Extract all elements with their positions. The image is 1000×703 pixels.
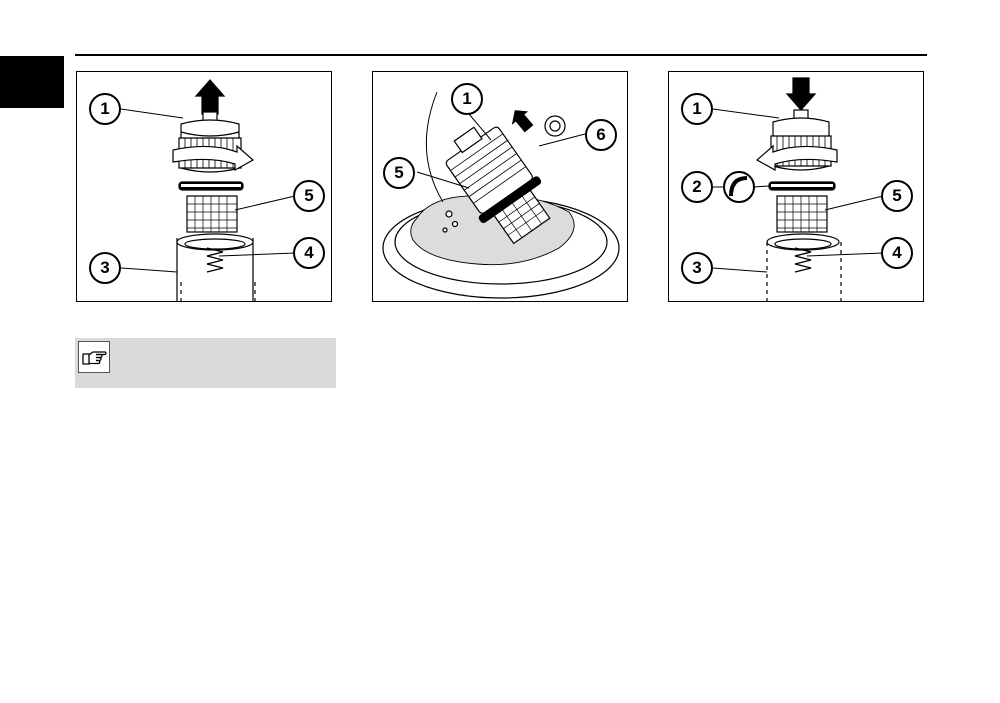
callout-3: 3 xyxy=(681,252,713,284)
figure-drain-filter: 1 6 5 xyxy=(372,71,628,302)
figure-remove-filter: 1 5 3 4 xyxy=(76,71,332,302)
callout-3: 3 xyxy=(89,252,121,284)
callout-2: 2 xyxy=(681,171,713,203)
note-box xyxy=(75,338,336,388)
filter-installation-illustration xyxy=(712,77,884,301)
figure-install-filter: 1 2 5 3 4 xyxy=(668,71,924,302)
down-arrow-icon xyxy=(511,110,534,133)
filter-removal-illustration xyxy=(120,79,296,301)
pointing-hand-icon xyxy=(78,341,110,373)
callout-5: 5 xyxy=(383,157,415,189)
filter-draining-illustration xyxy=(382,91,620,299)
chapter-tab-marker xyxy=(0,56,64,108)
callout-6: 6 xyxy=(585,119,617,151)
down-arrow-icon xyxy=(785,77,817,111)
callout-4: 4 xyxy=(293,237,325,269)
callout-5: 5 xyxy=(881,180,913,212)
callout-4: 4 xyxy=(881,237,913,269)
callout-1: 1 xyxy=(451,83,483,115)
callout-1: 1 xyxy=(89,93,121,125)
callout-5: 5 xyxy=(293,180,325,212)
callout-1: 1 xyxy=(681,93,713,125)
up-arrow-icon xyxy=(194,79,226,115)
header-rule xyxy=(75,54,927,56)
